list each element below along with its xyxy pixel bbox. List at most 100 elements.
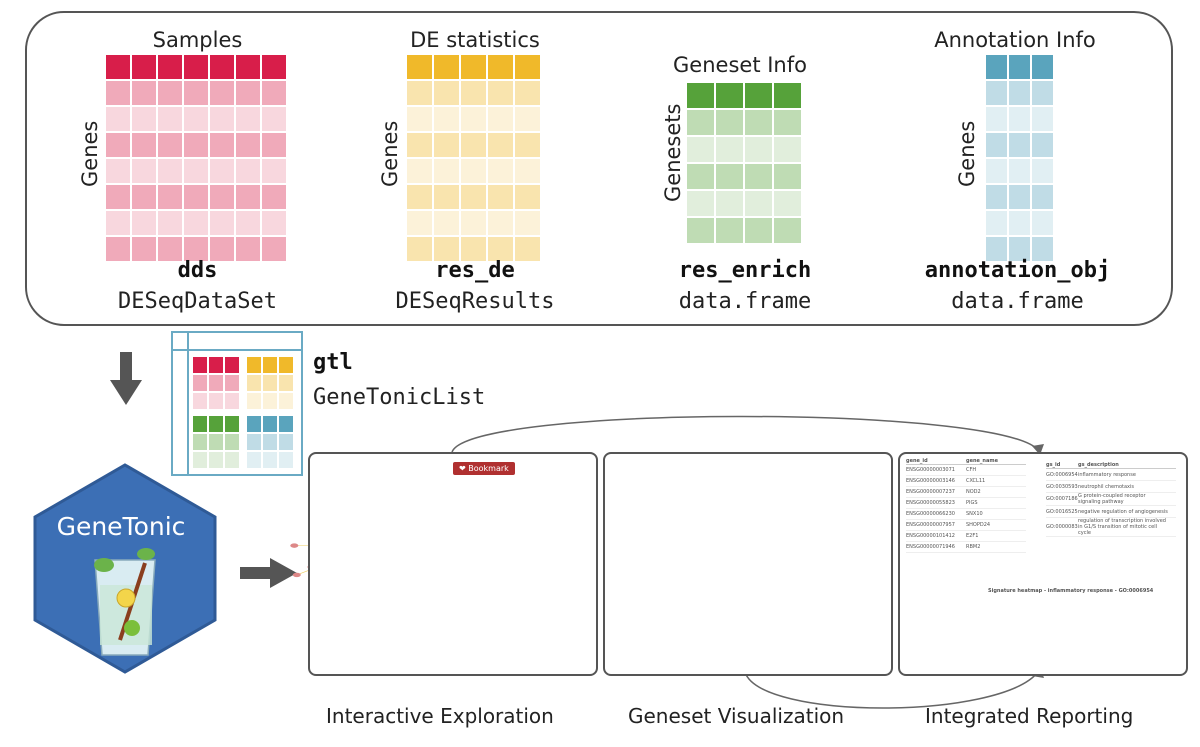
gs-id-cell: GO:0030593 xyxy=(1046,483,1078,490)
matrix-cell xyxy=(106,185,130,209)
matrix-res_de xyxy=(407,55,540,261)
matrix-cell xyxy=(434,159,459,183)
matrix-cell xyxy=(184,107,208,131)
matrix-cell xyxy=(515,237,540,261)
curved-connector xyxy=(744,671,1039,709)
matrix-cell xyxy=(407,107,432,131)
matrix-cell xyxy=(1032,133,1053,157)
matrix-cell xyxy=(515,211,540,235)
samples-title: Samples xyxy=(152,28,243,52)
matrix-cell xyxy=(132,185,156,209)
matrix-cell xyxy=(236,159,260,183)
gene-id-header: gene_id xyxy=(906,458,928,464)
matrix-cell xyxy=(132,211,156,235)
gtl-class: GeneTonicList xyxy=(313,385,486,410)
matrix-cell xyxy=(488,107,513,131)
matrix-cell xyxy=(132,55,156,79)
matrix-cell xyxy=(515,81,540,105)
gtl-mini-cell xyxy=(193,434,207,450)
genes-axis-label: Genes xyxy=(955,120,979,187)
matrix-cell xyxy=(716,110,743,135)
geneset-visualization-label: Geneset Visualization xyxy=(628,704,845,728)
res-de-name: res_de xyxy=(435,258,515,283)
matrix-dds xyxy=(106,55,286,261)
matrix-cell xyxy=(262,159,286,183)
matrix-cell xyxy=(210,159,234,183)
gene-id-cell: ENSG00000007237 xyxy=(906,489,955,495)
matrix-cell xyxy=(745,83,772,108)
matrix-cell xyxy=(106,211,130,235)
matrix-cell xyxy=(986,107,1007,131)
matrix-cell xyxy=(745,110,772,135)
matrix-cell xyxy=(184,55,208,79)
dds-name: dds xyxy=(177,258,218,283)
matrix-cell xyxy=(461,185,486,209)
genetonic-logo-text: GeneTonic xyxy=(56,512,186,541)
matrix-cell xyxy=(461,237,486,261)
gtl-mini-cell xyxy=(247,393,261,409)
matrix-cell xyxy=(184,237,208,261)
gtl-mini-cell xyxy=(193,416,207,432)
matrix-cell xyxy=(158,185,182,209)
gtl-mini-cell xyxy=(193,357,207,373)
matrix-cell xyxy=(1009,211,1030,235)
curved-connector xyxy=(451,415,1039,453)
matrix-cell xyxy=(407,81,432,105)
matrix-cell xyxy=(488,55,513,79)
matrix-cell xyxy=(1032,107,1053,131)
matrix-cell xyxy=(716,164,743,189)
matrix-cell xyxy=(158,211,182,235)
matrix-cell xyxy=(106,159,130,183)
matrix-cell xyxy=(158,237,182,261)
matrix-cell xyxy=(210,237,234,261)
matrix-cell xyxy=(184,133,208,157)
matrix-cell xyxy=(716,218,743,243)
matrix-cell xyxy=(488,211,513,235)
matrix-cell xyxy=(461,55,486,79)
gene-id-cell: ENSG00000066230 xyxy=(906,511,955,517)
down-arrow-head xyxy=(110,380,142,405)
matrix-cell xyxy=(745,218,772,243)
gtl-mini-cell xyxy=(209,416,223,432)
bookmark-button[interactable]: ❤ Bookmark xyxy=(453,462,515,475)
matrix-cell xyxy=(184,81,208,105)
matrix-cell xyxy=(1032,159,1053,183)
gtl-mini-cell xyxy=(193,452,207,468)
matrix-cell xyxy=(986,159,1007,183)
matrix-cell xyxy=(745,191,772,216)
gtl-mini-cell xyxy=(279,375,293,391)
matrix-cell xyxy=(986,81,1007,105)
matrix-cell xyxy=(158,159,182,183)
mint-leaf-icon xyxy=(137,548,155,560)
gtl-mini-cell xyxy=(263,357,277,373)
matrix-cell xyxy=(515,55,540,79)
interactive-exploration-screenshot: ❤ Bookmark xyxy=(308,452,598,676)
matrix-cell xyxy=(1009,107,1030,131)
matrix-cell xyxy=(210,81,234,105)
gene-id-cell: ENSG00000071946 xyxy=(906,544,955,550)
gtl-mini-cell xyxy=(247,416,261,432)
network-node xyxy=(292,572,301,578)
matrix-cell xyxy=(687,218,714,243)
gtl-mini-cell xyxy=(279,357,293,373)
gtl-mini-cell xyxy=(225,393,239,409)
matrix-cell xyxy=(488,81,513,105)
matrix-cell xyxy=(210,107,234,131)
genesets-axis-label: Genesets xyxy=(661,103,685,202)
matrix-cell xyxy=(262,185,286,209)
gtl-mini-cell xyxy=(193,393,207,409)
gtl-mini-cell xyxy=(247,375,261,391)
matrix-cell xyxy=(687,164,714,189)
res-de-class: DESeqResults xyxy=(395,289,555,314)
matrix-cell xyxy=(986,237,1007,261)
matrix-cell xyxy=(774,110,801,135)
